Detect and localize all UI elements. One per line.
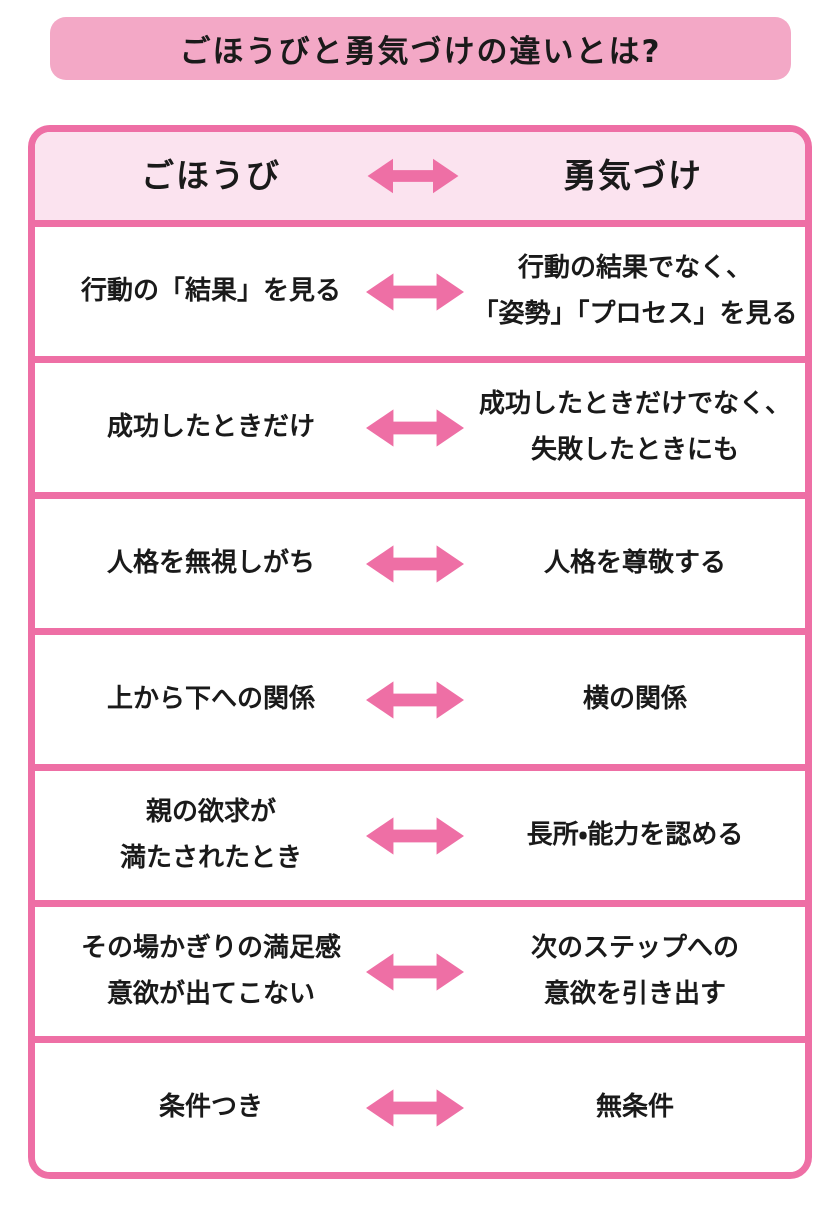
double-arrow-icon: [365, 1086, 465, 1130]
left-cell: 上から下への関係: [106, 683, 315, 714]
double-arrow-icon: [365, 270, 465, 314]
header-right-label: 勇気づけ: [563, 156, 703, 196]
double-arrow-icon: [365, 542, 465, 586]
table-row: 人格を無視しがち 人格を尊敬する: [35, 492, 805, 628]
comparison-table: ごほうび 勇気づけ 行動の「結果」を見る 行動の結果でなく、 「姿勢」「プロセス…: [28, 125, 812, 1179]
right-cell: 横の関係: [582, 683, 687, 714]
left-cell: 行動の「結果」を見る: [80, 275, 341, 306]
right-cell: 人格を尊敬する: [543, 547, 726, 578]
right-cell: 長所・能力を認める: [526, 819, 744, 850]
left-cell: 条件つき: [158, 1091, 263, 1122]
right-cell: 次のステップへの 意欲を引き出す: [530, 933, 739, 1009]
table-row: 成功したときだけ 成功したときだけでなく、 失敗したときにも: [35, 356, 805, 492]
right-cell: 成功したときだけでなく、 失敗したときにも: [478, 389, 791, 465]
double-arrow-icon: [365, 156, 461, 196]
header-left-label: ごほうび: [141, 156, 281, 196]
left-cell: 親の欲求が 満たされたとき: [119, 797, 302, 873]
title-banner: ごほうびと勇気づけの違いとは?: [50, 17, 791, 80]
left-cell: 成功したときだけ: [106, 411, 315, 442]
double-arrow-icon: [365, 678, 465, 722]
right-cell: 無条件: [595, 1091, 674, 1122]
table-row: その場かぎりの満足感 意欲が出てこない 次のステップへの 意欲を引き出す: [35, 900, 805, 1036]
double-arrow-icon: [365, 950, 465, 994]
table-header-row: ごほうび 勇気づけ: [35, 132, 805, 220]
infographic-page: ごほうびと勇気づけの違いとは? ごほうび 勇気づけ 行動の「結果」を見る 行動の…: [0, 17, 840, 1179]
table-row: 上から下への関係 横の関係: [35, 628, 805, 764]
table-row: 行動の「結果」を見る 行動の結果でなく、 「姿勢」「プロセス」を見る: [35, 220, 805, 356]
table-row: 親の欲求が 満たされたとき 長所・能力を認める: [35, 764, 805, 900]
left-cell: その場かぎりの満足感 意欲が出てこない: [80, 933, 341, 1009]
left-cell: 人格を無視しがち: [106, 547, 315, 578]
page-title: ごほうびと勇気づけの違いとは?: [179, 34, 662, 70]
right-cell: 行動の結果でなく、 「姿勢」「プロセス」を見る: [472, 253, 798, 329]
table-row: 条件つき 無条件: [35, 1036, 805, 1172]
double-arrow-icon: [365, 406, 465, 450]
double-arrow-icon: [365, 814, 465, 858]
